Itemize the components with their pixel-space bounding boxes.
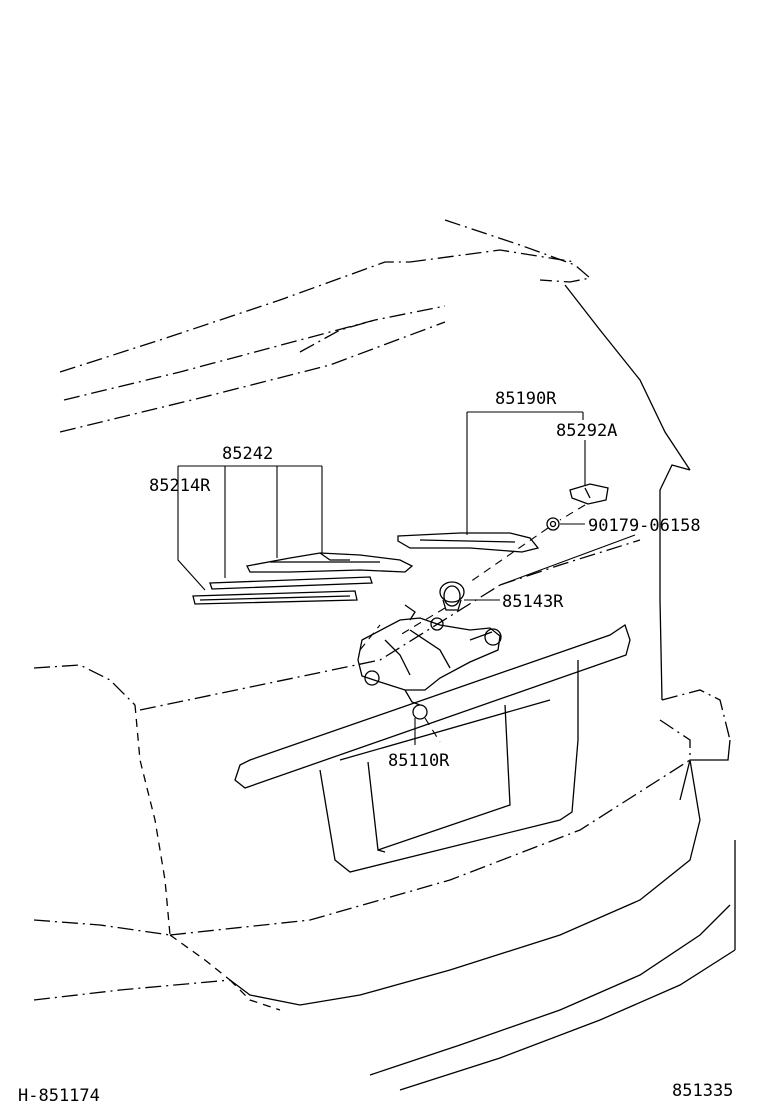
label-85214R: 85214R [149, 476, 211, 496]
footer-right-code: 851335 [672, 1081, 733, 1101]
leader-lines [177, 411, 636, 745]
cap-85143R [439, 581, 465, 611]
assembly-guide-lines [359, 504, 586, 743]
nut-90179-06158 [546, 517, 560, 531]
label-85190R: 85190R [495, 389, 557, 409]
vehicle-body-outline [33, 219, 736, 1091]
wiper-arm-85190R [397, 532, 540, 553]
label-85110R: 85110R [388, 751, 450, 771]
label-85143R: 85143R [502, 592, 564, 612]
label-85242: 85242 [222, 444, 273, 464]
footer-left-code: H-851174 [18, 1086, 100, 1106]
label-85292A: 85292A [556, 421, 617, 441]
label-90179-06158: 90179-06158 [588, 516, 701, 536]
head-cap-85292A [569, 483, 609, 505]
wiper-rubber-85214R [192, 590, 358, 605]
wiper-blade-85242 [209, 552, 414, 590]
wiper-motor-85110R [357, 604, 502, 720]
